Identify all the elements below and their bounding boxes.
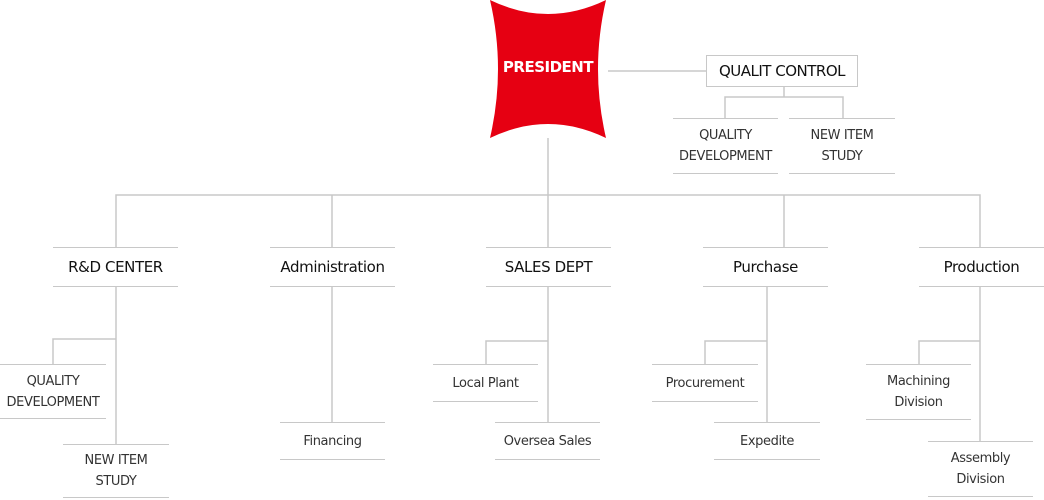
sales-local-plant: Local Plant	[433, 364, 538, 402]
dept-rd-center: R&D CENTER	[53, 247, 178, 287]
connector-rd	[52, 287, 117, 444]
rd-new-item-study: NEW ITEM STUDY	[63, 444, 169, 498]
qc-quality-development: QUALITY DEVELOPMENT	[673, 118, 778, 174]
dept-purchase: Purchase	[703, 247, 828, 287]
connector-production	[918, 287, 981, 441]
dept-sales: SALES DEPT	[486, 247, 611, 287]
quality-control-box: QUALIT CONTROL	[706, 55, 858, 87]
admin-financing: Financing	[280, 422, 385, 460]
connector-sales	[485, 287, 549, 422]
president-label: PRESIDENT	[502, 58, 594, 76]
dept-administration: Administration	[270, 247, 395, 287]
rd-quality-development: QUALITY DEVELOPMENT	[0, 364, 106, 419]
sales-oversea-sales: Oversea Sales	[495, 422, 600, 460]
purchase-expedite: Expedite	[714, 422, 820, 460]
president-shape	[490, 0, 606, 138]
purchase-procurement: Procurement	[652, 364, 758, 402]
connector-purchase	[704, 287, 768, 422]
production-assembly-division: Assembly Division	[928, 441, 1033, 497]
dept-production: Production	[919, 247, 1044, 287]
qc-new-item-study: NEW ITEM STUDY	[789, 118, 895, 174]
connector-qc-children	[724, 87, 844, 118]
production-machining-division: Machining Division	[866, 364, 971, 420]
connector-president-depts	[115, 138, 981, 247]
